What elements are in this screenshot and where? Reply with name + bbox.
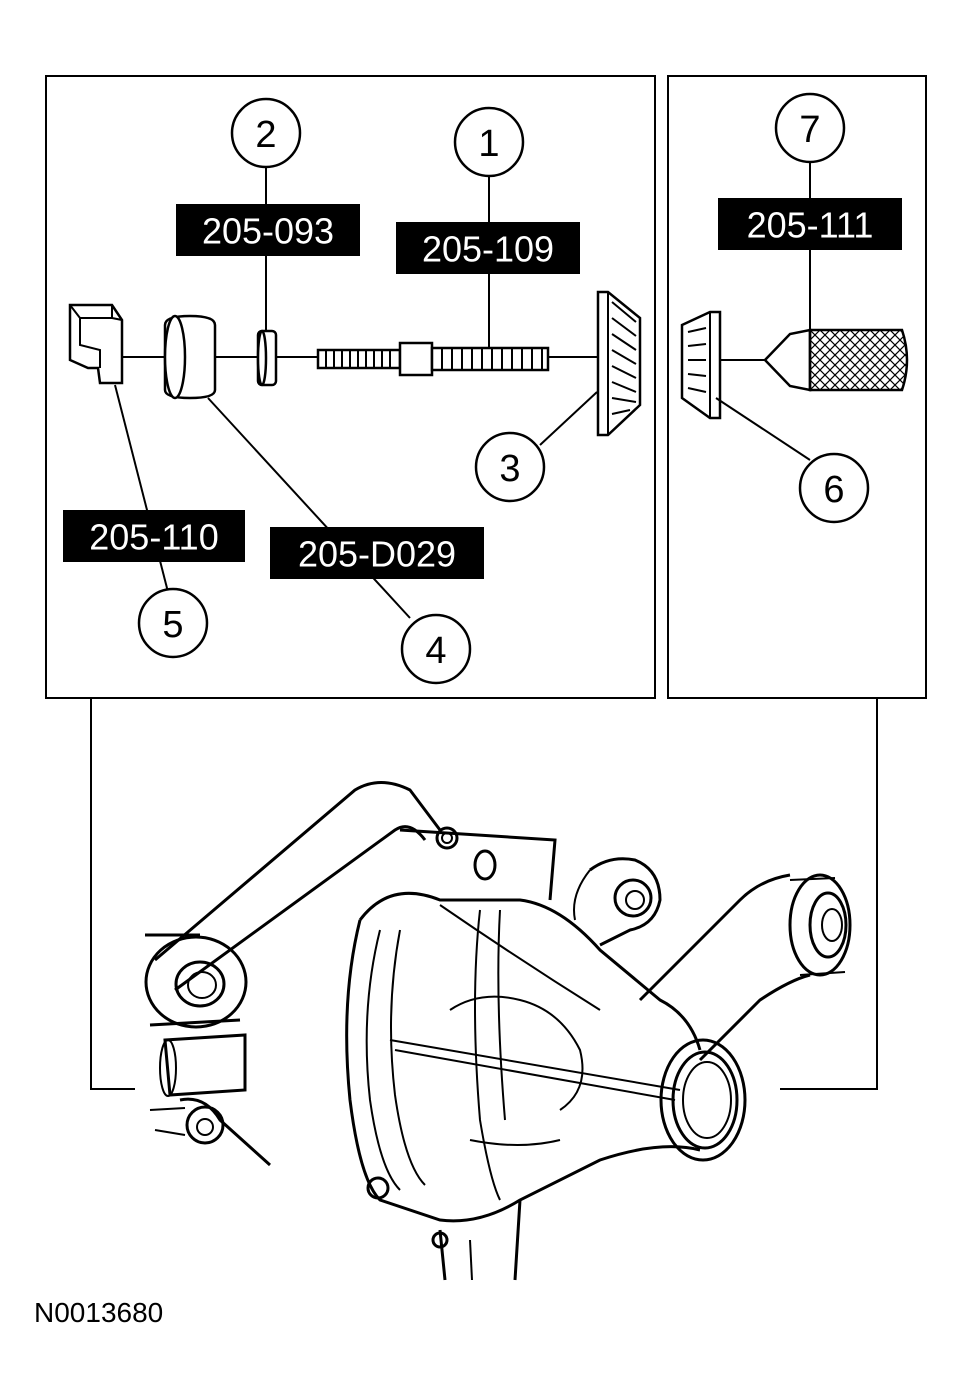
callout-3: 3 xyxy=(474,431,546,503)
figure-id-label: N0013680 xyxy=(34,1297,163,1328)
bearing-cone-part xyxy=(596,290,642,437)
adapter-block-part xyxy=(68,303,124,385)
svg-text:205-109: 205-109 xyxy=(422,229,554,270)
forcing-screw-part xyxy=(316,341,550,377)
differential-housing-illustration xyxy=(144,781,852,1281)
callout-4: 4 xyxy=(400,613,472,685)
svg-text:3: 3 xyxy=(499,448,520,490)
right-panel-frame xyxy=(667,75,927,699)
callout-5: 5 xyxy=(137,587,209,659)
callout-6: 6 xyxy=(798,452,870,524)
bearing-installer-part xyxy=(763,328,909,392)
svg-text:6: 6 xyxy=(823,469,844,511)
washer-part xyxy=(256,329,278,387)
tool-label-205-093: 205-093 xyxy=(176,204,360,256)
callout-1: 1 xyxy=(453,106,525,178)
right-bracket-line xyxy=(780,698,878,1090)
svg-text:4: 4 xyxy=(425,630,446,672)
tool-label-205-111: 205-111 xyxy=(718,198,902,250)
svg-text:205-D029: 205-D029 xyxy=(298,534,456,575)
svg-text:7: 7 xyxy=(799,109,820,151)
tool-label-205-110: 205-110 xyxy=(63,510,245,562)
left-bracket-line xyxy=(90,698,135,1090)
callout-2: 2 xyxy=(230,97,302,169)
spacer-cylinder-part xyxy=(163,314,217,400)
svg-text:2: 2 xyxy=(255,114,276,156)
callout-7: 7 xyxy=(774,92,846,164)
small-bearing-cone-part xyxy=(680,310,722,420)
left-panel-frame xyxy=(45,75,656,699)
tool-label-205-109: 205-109 xyxy=(396,222,580,274)
svg-text:205-093: 205-093 xyxy=(202,211,334,252)
tool-label-205-D029: 205-D029 xyxy=(270,527,484,579)
svg-text:5: 5 xyxy=(162,604,183,646)
svg-text:205-110: 205-110 xyxy=(89,517,218,558)
svg-text:205-111: 205-111 xyxy=(747,205,874,246)
svg-text:1: 1 xyxy=(478,123,499,165)
